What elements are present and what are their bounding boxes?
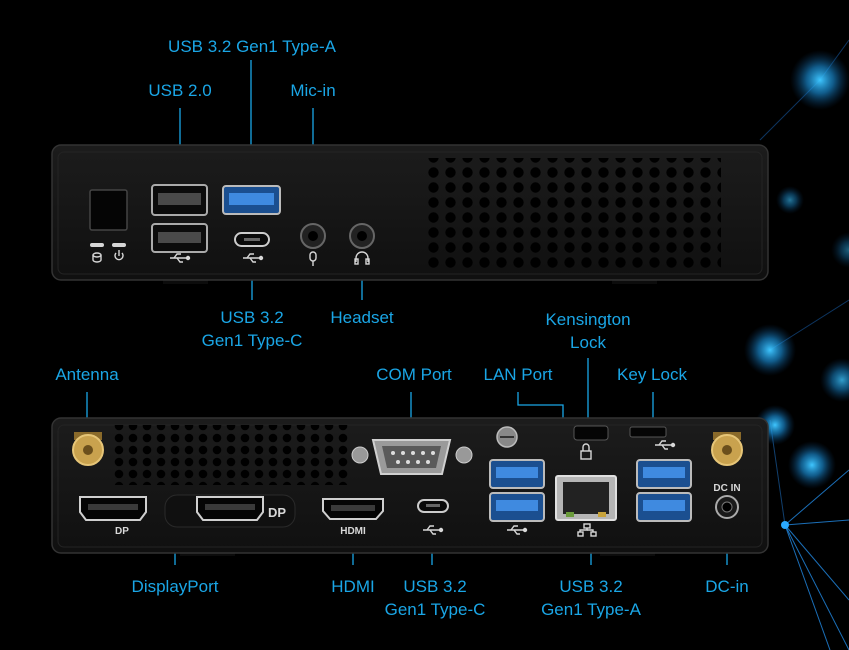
- label-hdmi: HDMI: [331, 577, 375, 596]
- hdmi-port-print: HDMI: [340, 526, 366, 537]
- drive-led-icon: [92, 252, 102, 263]
- lock-icon: [580, 443, 592, 460]
- lan-icon: [577, 523, 597, 537]
- label-usb32-typec-rear: USB 3.2 Gen1 Type-C: [385, 575, 486, 621]
- label-usb32-typea-rear-line1: USB 3.2: [559, 577, 623, 596]
- label-usb32-typea-rear-line2: Gen1 Type-A: [541, 600, 641, 619]
- headphone-icon: [354, 251, 370, 265]
- label-lan-port: LAN Port: [483, 365, 553, 384]
- label-usb32-typea-rear: USB 3.2 Gen1 Type-A: [541, 575, 641, 621]
- label-usb20: USB 2.0: [148, 81, 212, 100]
- label-key-lock: Key Lock: [617, 365, 687, 384]
- dc-in-port-print: DC IN: [713, 483, 741, 494]
- label-mic-in: Mic-in: [290, 81, 336, 100]
- label-com-port: COM Port: [376, 365, 452, 384]
- label-usb32-typec-front-line1: USB 3.2: [220, 308, 284, 327]
- rear-panel: [51, 417, 769, 556]
- power-icon: [114, 250, 124, 261]
- panel-icons: [92, 250, 676, 537]
- label-usb32-typec-rear-line1: USB 3.2: [403, 577, 467, 596]
- dp-port-print-left: DP: [115, 526, 129, 537]
- background-network: [744, 39, 849, 650]
- usb-icon: [423, 525, 444, 535]
- label-dc-in: DC-in: [705, 577, 749, 596]
- label-usb32-typec-front: USB 3.2 Gen1 Type-C: [202, 306, 303, 352]
- label-antenna: Antenna: [55, 365, 119, 384]
- usb-icon: [655, 440, 676, 450]
- label-usb32-typea-front: USB 3.2 Gen1 Type-A: [168, 37, 336, 56]
- label-kensington-line1: Kensington: [545, 310, 631, 329]
- label-kensington-line2: Lock: [570, 333, 606, 352]
- usb-icon: [507, 525, 528, 535]
- label-headset: Headset: [330, 308, 394, 327]
- usb-icon: [170, 253, 191, 263]
- label-usb32-typec-front-line2: Gen1 Type-C: [201, 331, 303, 350]
- front-panel: [51, 144, 769, 284]
- label-displayport: DisplayPort: [131, 577, 219, 596]
- microphone-icon: [309, 251, 317, 266]
- usb-icon: [243, 253, 264, 263]
- dp-port-print-right: DP: [268, 505, 287, 520]
- label-kensington-lock: Kensington Lock: [545, 308, 630, 354]
- label-usb32-typec-rear-line2: Gen1 Type-C: [384, 600, 486, 619]
